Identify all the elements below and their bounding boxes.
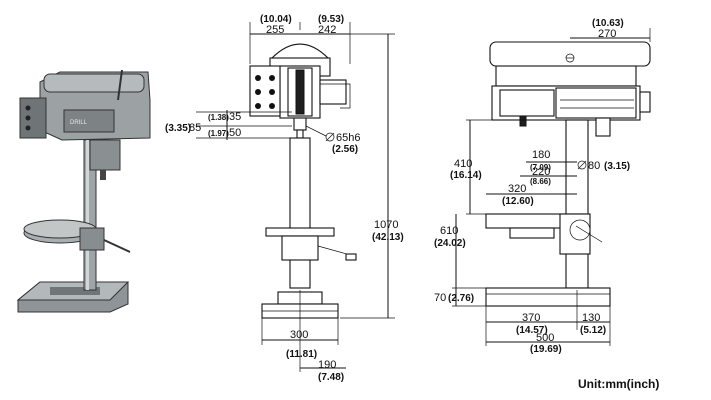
dim-370-inch: (14.57) bbox=[516, 325, 548, 336]
dim-top-left-mm: 255 bbox=[266, 24, 284, 36]
dim-70-mm: 70 bbox=[434, 292, 446, 304]
dim-side-top-inch: (10.63) bbox=[592, 18, 624, 29]
front-view-dimensions: (10.04) 255 (9.53) 242 (1.38) 35 (3.35) … bbox=[165, 14, 404, 383]
dim-50-mm: 50 bbox=[229, 127, 241, 139]
dim-220-inch: (8.66) bbox=[530, 177, 551, 186]
dim-height-mm: 1070 bbox=[374, 219, 398, 231]
dim-side-top-mm: 270 bbox=[598, 28, 616, 40]
dim-top-mid-mm: 242 bbox=[318, 24, 336, 36]
dim-85-mm: 85 bbox=[189, 122, 201, 134]
dim-35-mm: 35 bbox=[229, 111, 241, 123]
dim-height-inch: (42.13) bbox=[372, 232, 404, 243]
svg-text:DRILL: DRILL bbox=[70, 120, 88, 126]
dim-base-offset-mm: 190 bbox=[318, 359, 336, 371]
dim-180-inch: (7.09) bbox=[530, 163, 551, 172]
dim-50-inch: (1.97) bbox=[208, 129, 229, 138]
dim-35-inch: (1.38) bbox=[208, 113, 229, 122]
dim-130-mm: 130 bbox=[582, 312, 600, 324]
side-view-dimensions: (10.63) 270 410 (16.14) 180 (7.09) 80 (3… bbox=[434, 18, 651, 355]
dim-370-mm: 370 bbox=[522, 312, 540, 324]
dim-610-mm: 610 bbox=[440, 225, 458, 237]
dim-130-inch: (5.12) bbox=[580, 325, 606, 336]
dim-column-inch: (3.15) bbox=[604, 161, 630, 172]
dim-180-mm: 180 bbox=[532, 149, 550, 161]
dim-320-mm: 320 bbox=[508, 183, 526, 195]
unit-label: Unit:mm(inch) bbox=[578, 377, 659, 391]
dim-70-inch: (2.76) bbox=[448, 293, 474, 304]
dim-top-left-inch: (10.04) bbox=[260, 14, 292, 25]
dim-610-inch: (24.02) bbox=[434, 238, 466, 249]
dim-column-mm: 80 bbox=[588, 160, 600, 172]
dim-85-inch: (3.35) bbox=[165, 123, 191, 134]
dim-500-inch: (19.69) bbox=[530, 344, 562, 355]
dim-320-inch: (12.60) bbox=[502, 196, 534, 207]
dim-220-mm: 220 bbox=[532, 166, 550, 178]
dim-base-width-mm: 300 bbox=[290, 329, 308, 341]
dim-410-inch: (16.14) bbox=[450, 170, 482, 181]
dim-410-mm: 410 bbox=[454, 158, 472, 170]
dim-spindle-inch: (2.56) bbox=[332, 144, 358, 155]
dim-spindle-mm: 65h6 bbox=[336, 132, 360, 144]
drill-press-photo: DRILL bbox=[16, 69, 151, 313]
dim-top-mid-inch: (9.53) bbox=[318, 14, 344, 25]
front-view-drawing bbox=[249, 43, 357, 319]
dim-base-width-inch: (11.81) bbox=[286, 349, 317, 360]
dim-500-mm: 500 bbox=[536, 332, 554, 344]
dim-base-offset-inch: (7.48) bbox=[318, 372, 344, 383]
side-view-drawing bbox=[485, 41, 651, 307]
